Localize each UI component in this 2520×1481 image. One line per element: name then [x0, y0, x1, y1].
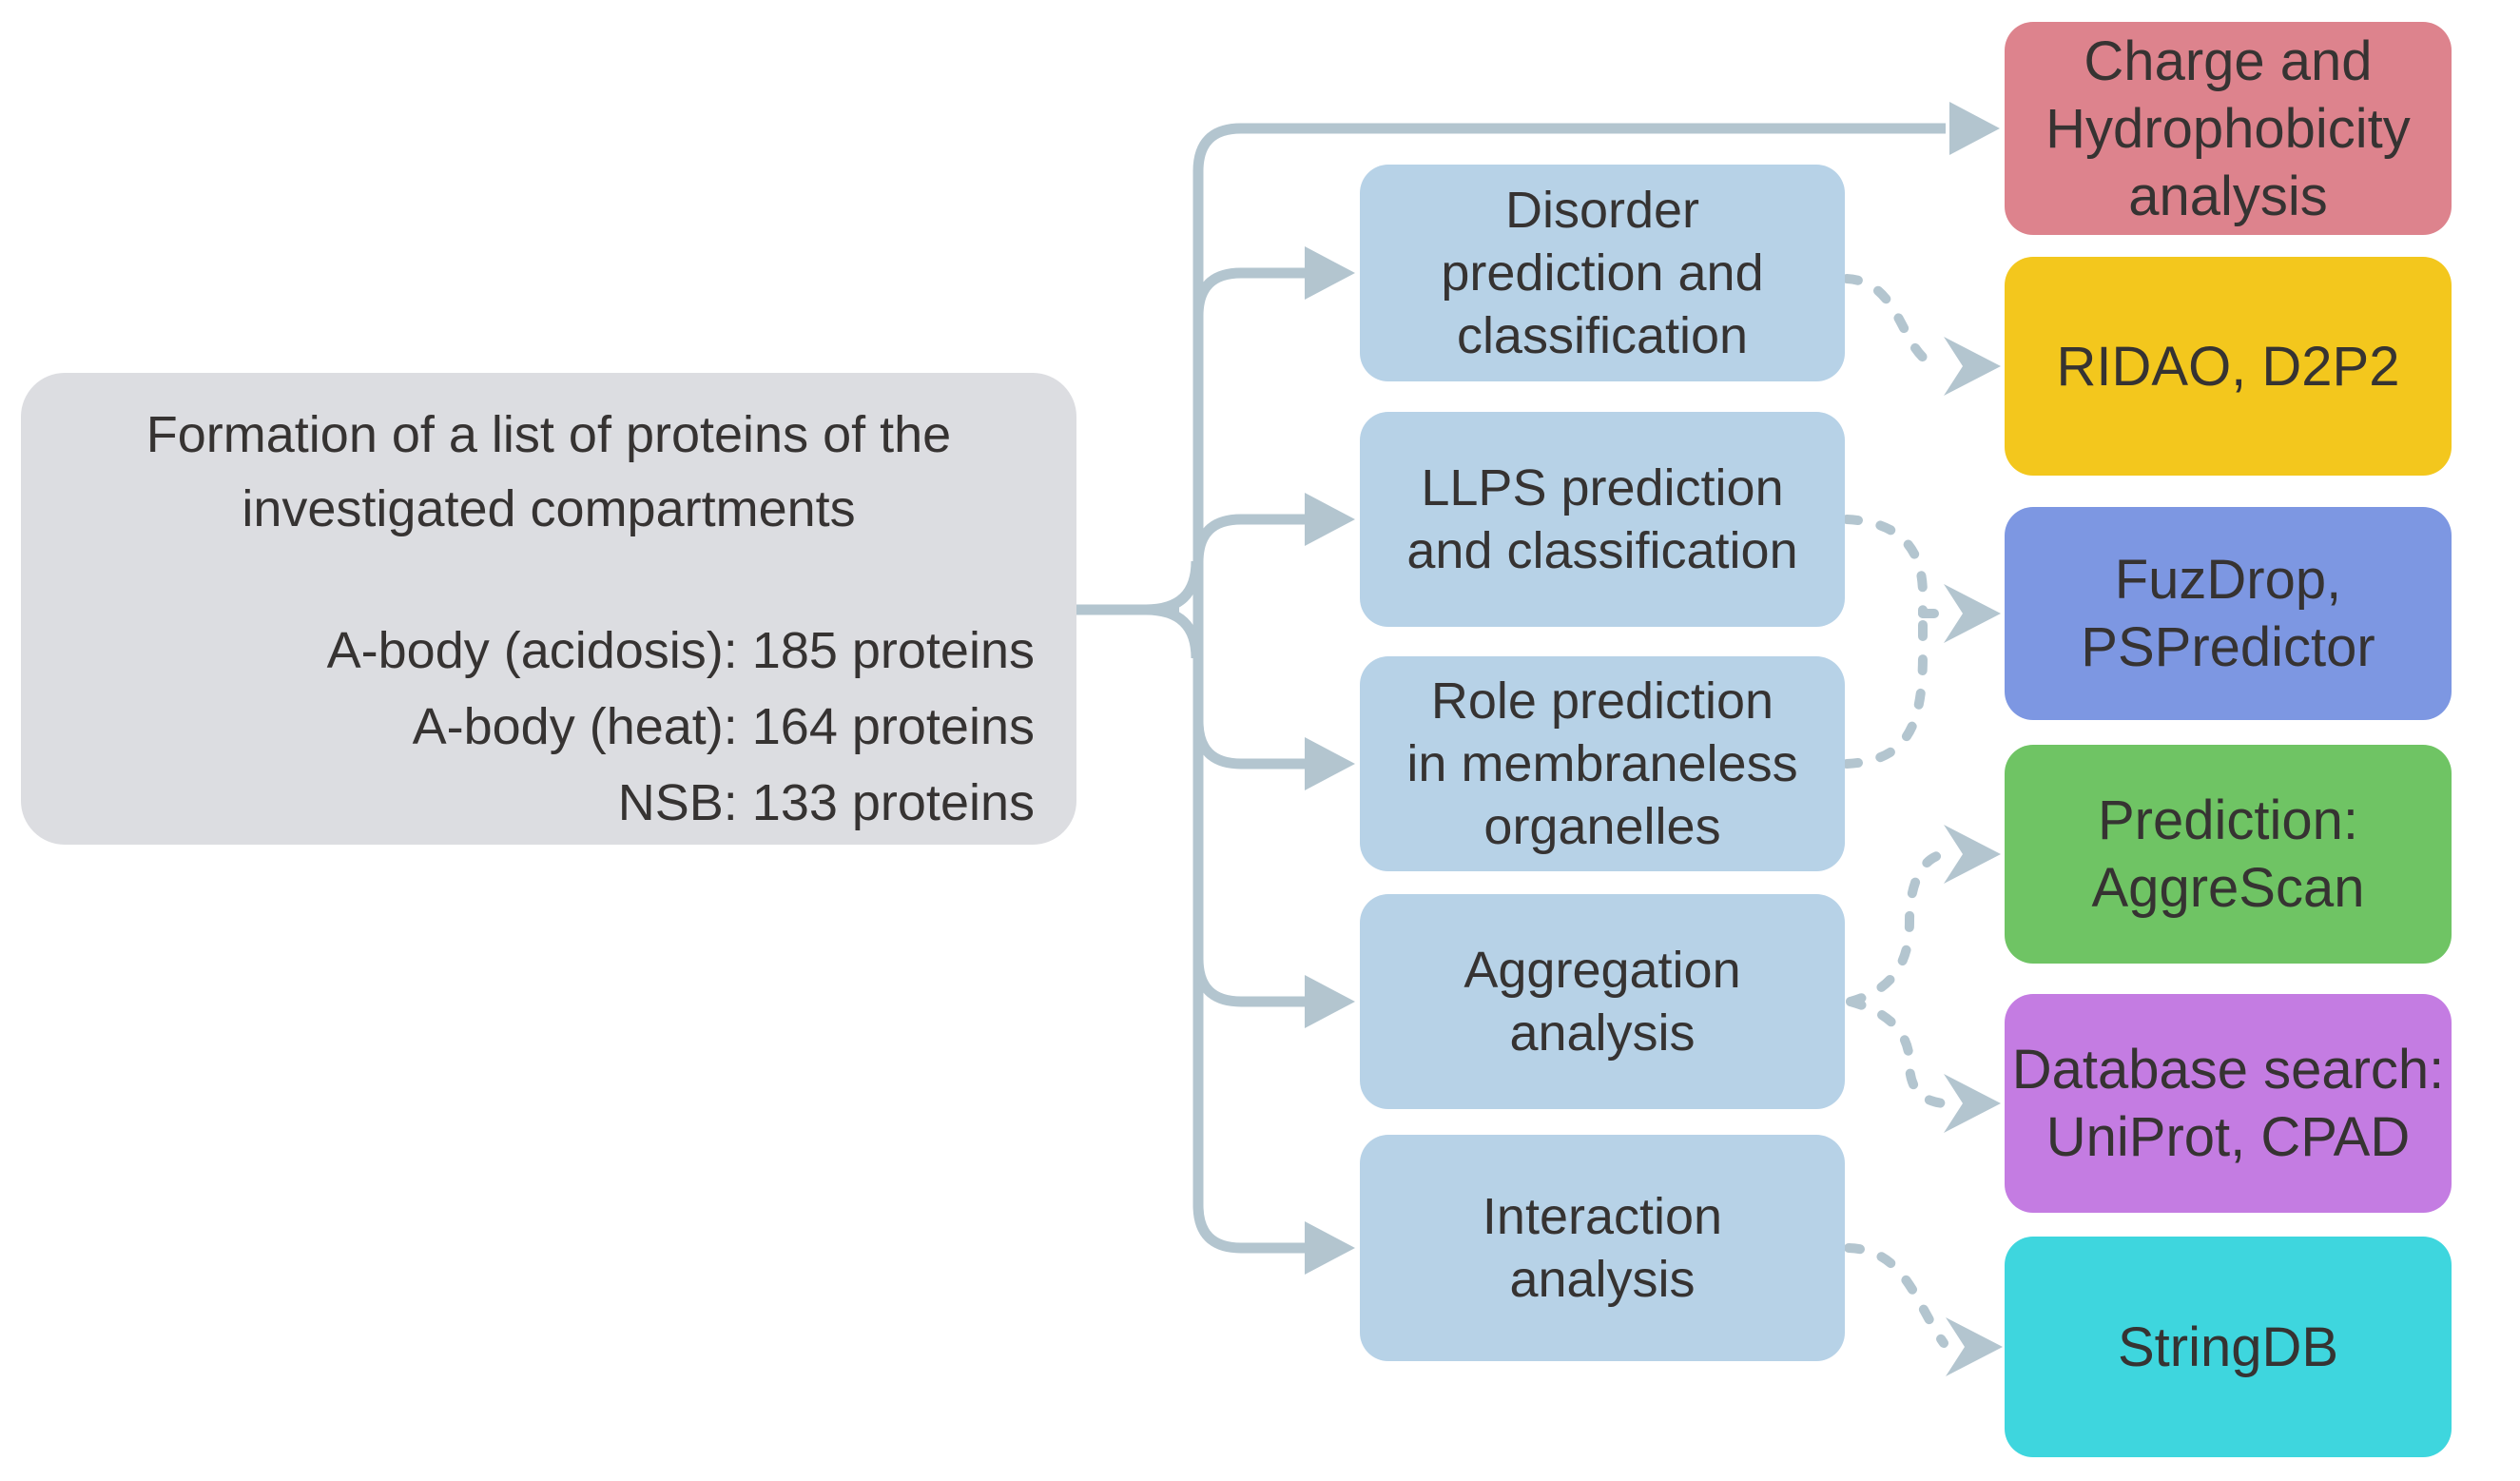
dash-disorder-to-ridao [1842, 274, 1947, 371]
arrowhead-disorder [1305, 246, 1355, 300]
output-box-database-label: Database search:UniProt, CPAD [2011, 1039, 2445, 1168]
output-box-aggrescan-label: Prediction:AggreScan [2091, 789, 2365, 919]
dash-interaction-to-stringdb [1844, 1243, 1948, 1348]
arrowhead-interaction [1305, 1221, 1355, 1275]
dash-role-to-fuzdrop [1842, 609, 1928, 769]
output-box-ridao-label: RIDAO, D2P2 [2056, 335, 2400, 398]
dart-aggrescan [1944, 825, 2001, 884]
arrowhead-role [1305, 737, 1355, 790]
intro-feed-fillet-down [1145, 604, 1202, 659]
output-box-fuzdrop: FuzDrop,PSPredictor [2005, 507, 2452, 720]
dashed-connectors [1842, 274, 1948, 1348]
output-box-database: Database search:UniProt, CPAD [2005, 994, 2452, 1213]
output-box-stringdb-label: StringDB [2117, 1315, 2339, 1378]
solid-connectors [1076, 123, 1946, 1254]
output-box-aggrescan: Prediction:AggreScan [2005, 745, 2452, 964]
arrowhead-charge [1949, 102, 2000, 155]
arrowhead-aggregation [1305, 975, 1355, 1028]
dart-stringdb [1946, 1317, 2003, 1376]
trunk-line [1192, 123, 1946, 1254]
dart-database [1944, 1074, 2001, 1133]
dart-fuzdrop [1944, 584, 2001, 643]
branch-aggregation [1192, 958, 1305, 1007]
output-box-ridao: RIDAO, D2P2 [2005, 257, 2452, 476]
branch-disorder [1192, 267, 1305, 317]
dart-ridao [1944, 337, 2001, 396]
intro-feed-fillet-up [1145, 560, 1202, 615]
arrowhead-llps [1305, 493, 1355, 546]
branch-llps [1192, 514, 1305, 563]
branch-role [1192, 720, 1305, 770]
dashed-arrowheads [1944, 337, 2003, 1376]
output-box-stringdb: StringDB [2005, 1237, 2452, 1457]
solid-arrowheads [1305, 102, 2000, 1275]
output-box-fuzdrop-label: FuzDrop,PSPredictor [2081, 549, 2375, 678]
dash-llps-to-fuzdrop [1842, 515, 1928, 618]
dash-aggregation-to-aggrescan [1846, 849, 1948, 1006]
dash-aggregation-to-database [1846, 997, 1948, 1108]
